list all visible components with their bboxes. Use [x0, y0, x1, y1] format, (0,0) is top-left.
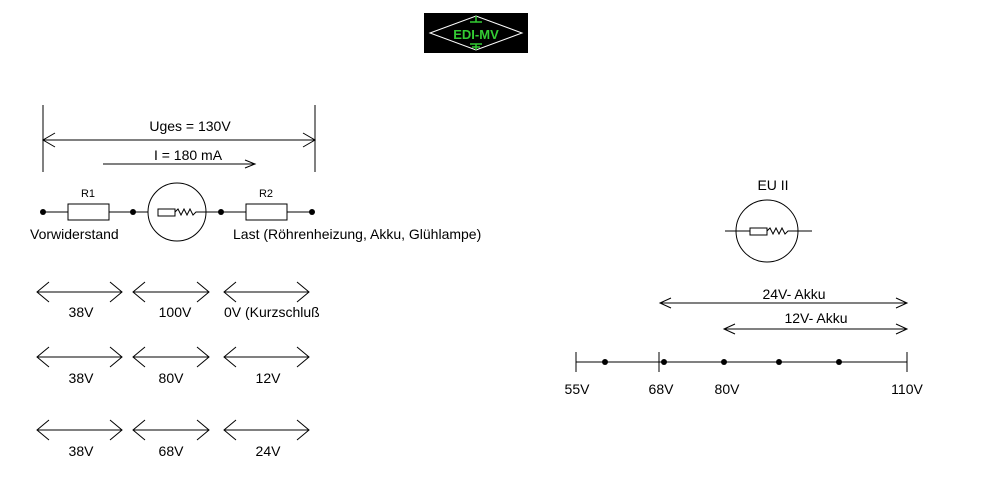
- split-arrow: [36, 281, 123, 303]
- split-arrow: [132, 346, 210, 368]
- split-label: 100V: [159, 304, 192, 320]
- r2-label: R2: [259, 188, 273, 200]
- total-voltage-label: Uges = 130V: [149, 118, 231, 134]
- split-arrow: [36, 419, 123, 441]
- split-arrow: [132, 281, 210, 303]
- edi-mv-logo: EDI-MV: [424, 13, 528, 53]
- akku12-label: 12V- Akku: [784, 310, 847, 326]
- eu-ii-tube: EU II: [725, 177, 812, 263]
- akku-ranges: 24V- Akku 12V- Akku: [658, 286, 909, 335]
- series-circuit: R1 R2 Vorwiderstand Last (Röhrenheizung,…: [30, 182, 481, 242]
- split-arrow: [223, 346, 310, 368]
- logo-text: EDI-MV: [453, 27, 499, 42]
- scale-dot: [661, 359, 667, 365]
- scale-tick-label: 68V: [649, 381, 675, 397]
- split-arrow: [132, 419, 210, 441]
- node-dot: [309, 209, 315, 215]
- scale-tick-label: 110V: [891, 381, 923, 397]
- voltage-scale: 55V 68V 80V 110V: [565, 352, 923, 397]
- split-label: 12V: [256, 370, 282, 386]
- tube-label: EU II: [757, 177, 788, 193]
- voltage-splits: 38V 100V 0V (Kurzschluß 38V 80V 12V 38V …: [36, 281, 320, 459]
- current-arrow: I = 180 mA: [103, 147, 257, 169]
- resistor-r1: [67, 203, 110, 221]
- split-arrow: [36, 346, 123, 368]
- akku24-label: 24V- Akku: [762, 286, 825, 302]
- node-dot: [130, 209, 136, 215]
- scale-dot: [836, 359, 842, 365]
- split-label: 80V: [159, 370, 185, 386]
- series-resistor-label: Vorwiderstand: [30, 226, 119, 242]
- scale-dot: [721, 359, 727, 365]
- node-dot: [40, 209, 46, 215]
- split-label: 38V: [69, 443, 95, 459]
- current-label: I = 180 mA: [154, 147, 223, 163]
- split-arrow: [223, 281, 310, 303]
- node-dot: [218, 209, 224, 215]
- scale-tick-label: 55V: [565, 381, 591, 397]
- total-voltage-dimension: Uges = 130V: [42, 105, 316, 172]
- scale-dot: [602, 359, 608, 365]
- r1-label: R1: [81, 188, 95, 200]
- split-arrow: [223, 419, 310, 441]
- resistor-r2: [245, 203, 288, 221]
- split-label: 38V: [69, 370, 95, 386]
- scale-dot: [776, 359, 782, 365]
- split-label: 24V: [256, 443, 282, 459]
- split-label: 0V (Kurzschluß: [224, 304, 320, 320]
- split-label: 38V: [69, 304, 95, 320]
- load-label: Last (Röhrenheizung, Akku, Glühlampe): [233, 226, 481, 242]
- scale-tick-label: 80V: [715, 381, 741, 397]
- split-label: 68V: [159, 443, 185, 459]
